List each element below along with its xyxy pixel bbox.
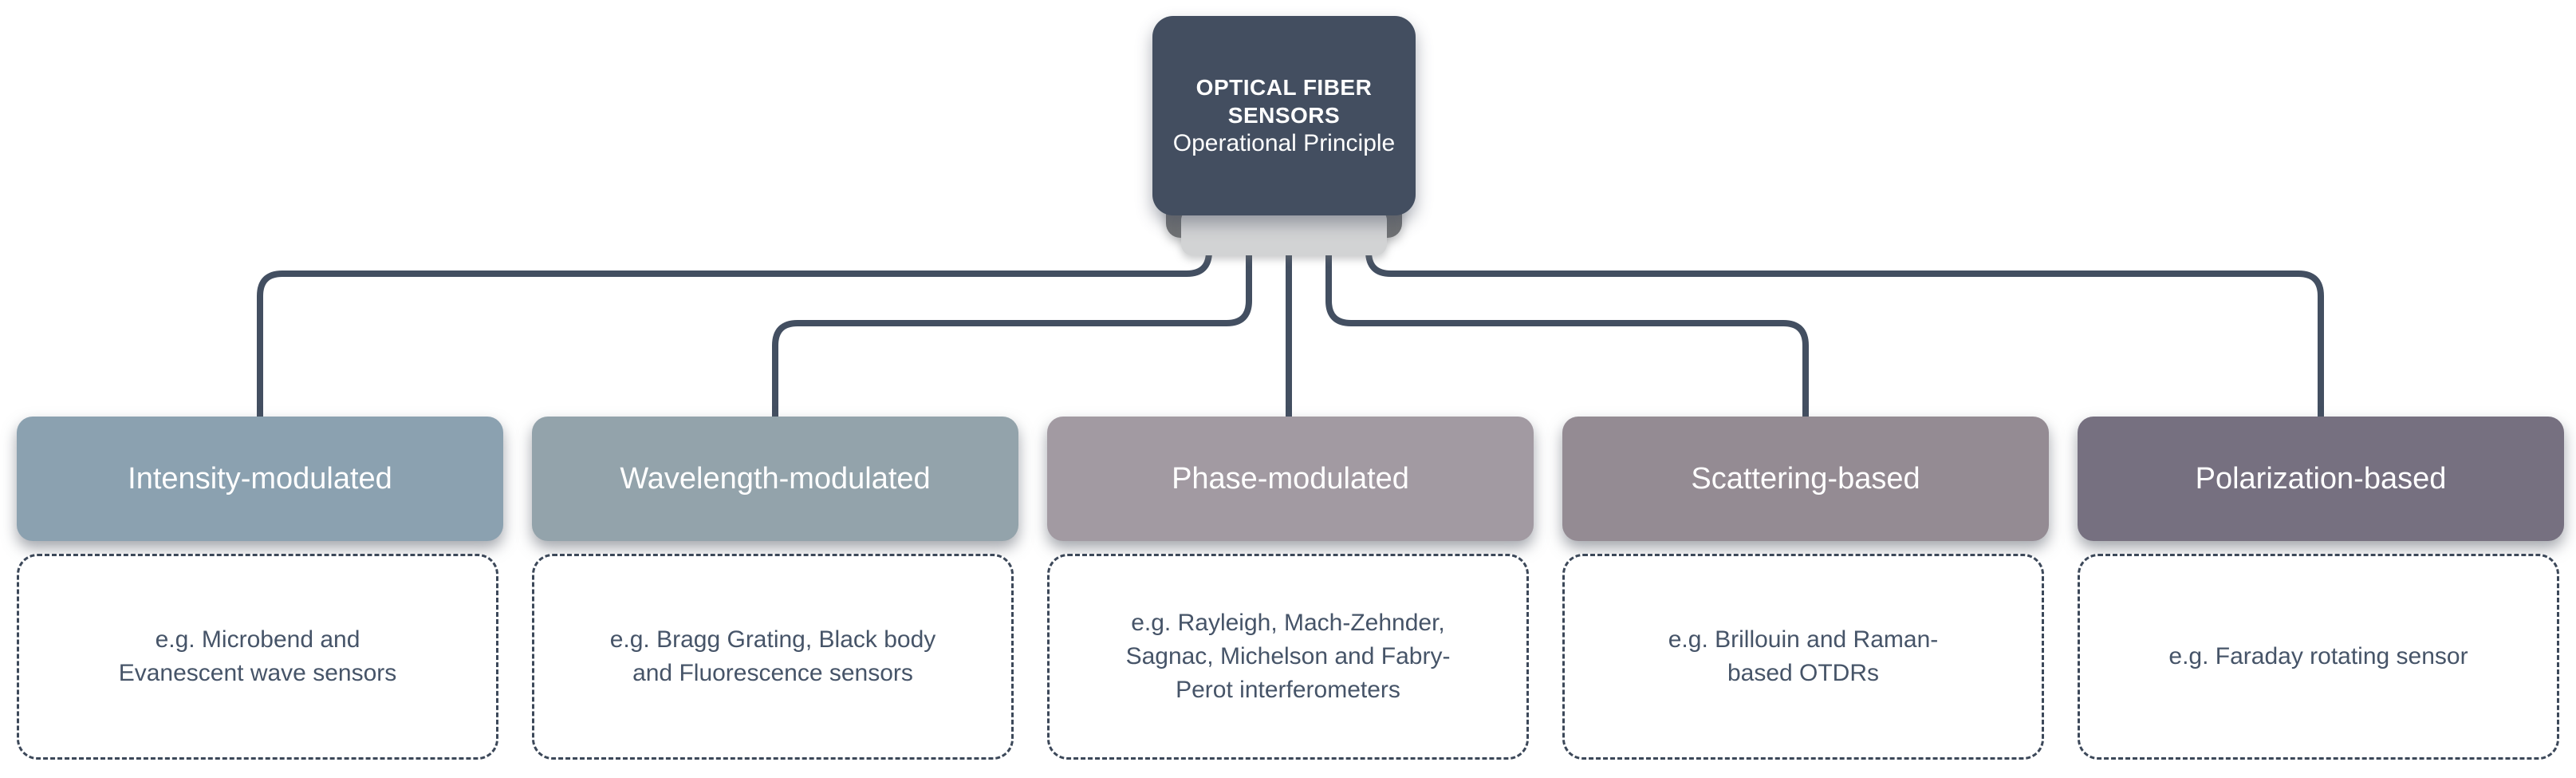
example-box-scattering-based: e.g. Brillouin and Raman- based OTDRs bbox=[1562, 554, 2044, 760]
connector-polarization bbox=[1365, 235, 2324, 423]
category-label: Wavelength-modulated bbox=[620, 461, 931, 496]
category-box-wavelength-modulated: Wavelength-modulated bbox=[532, 417, 1018, 541]
example-text: e.g. Microbend and Evanescent wave senso… bbox=[118, 626, 397, 686]
root-title-line2: SENSORS bbox=[1227, 103, 1341, 128]
connector-scattering bbox=[1325, 235, 1809, 423]
example-text: e.g. Rayleigh, Mach-Zehnder, Sagnac, Mic… bbox=[1125, 610, 1451, 703]
example-text: e.g. Brillouin and Raman- based OTDRs bbox=[1668, 626, 1939, 686]
example-text: e.g. Faraday rotating sensor bbox=[2168, 643, 2468, 669]
example-box-polarization-based: e.g. Faraday rotating sensor bbox=[2078, 554, 2559, 760]
connector-wavelength bbox=[772, 235, 1252, 423]
example-text: e.g. Bragg Grating, Black body and Fluor… bbox=[609, 626, 936, 686]
category-label: Polarization-based bbox=[2195, 461, 2447, 496]
connector-intensity bbox=[257, 235, 1212, 423]
example-box-intensity-modulated: e.g. Microbend and Evanescent wave senso… bbox=[17, 554, 498, 760]
example-box-phase-modulated: e.g. Rayleigh, Mach-Zehnder, Sagnac, Mic… bbox=[1047, 554, 1529, 760]
category-label: Intensity-modulated bbox=[128, 461, 392, 496]
category-box-scattering-based: Scattering-based bbox=[1562, 417, 2049, 541]
category-label: Scattering-based bbox=[1691, 461, 1920, 496]
category-box-polarization-based: Polarization-based bbox=[2078, 417, 2564, 541]
category-box-intensity-modulated: Intensity-modulated bbox=[17, 417, 503, 541]
category-box-phase-modulated: Phase-modulated bbox=[1047, 417, 1534, 541]
root-title-line1: OPTICAL FIBER bbox=[1195, 75, 1373, 100]
root-subtitle: Operational Principle bbox=[1172, 130, 1396, 156]
root-stack-layer-light bbox=[1181, 209, 1387, 255]
example-box-wavelength-modulated: e.g. Bragg Grating, Black body and Fluor… bbox=[532, 554, 1014, 760]
root-node: OPTICAL FIBER SENSORS Operational Princi… bbox=[1152, 16, 1416, 215]
category-label: Phase-modulated bbox=[1172, 461, 1409, 496]
